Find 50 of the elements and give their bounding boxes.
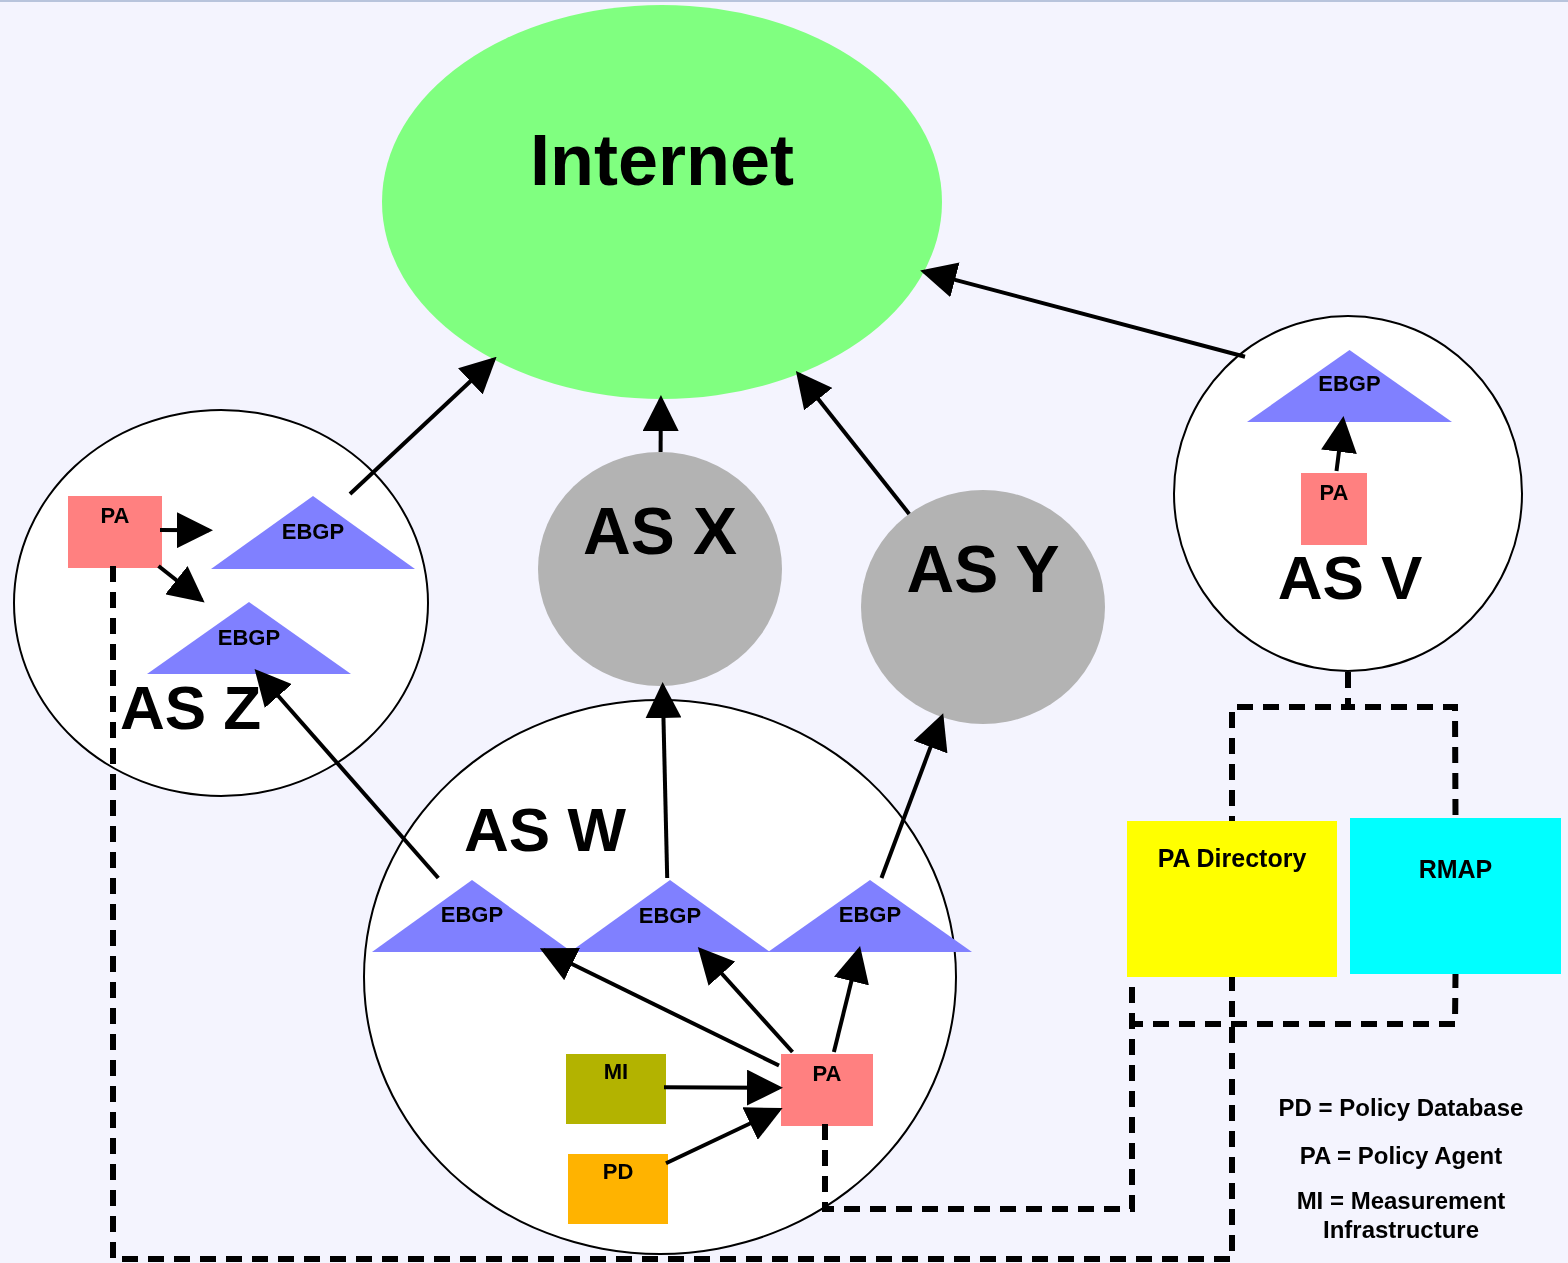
agent-box [1301,473,1367,545]
arrow [645,682,682,879]
agent-box [781,1054,873,1126]
node-label: AS Z [120,675,260,741]
node-label: EBGP [216,626,282,650]
node-label: EBGP [837,903,903,927]
rmap-box [1350,818,1561,974]
node-label: EBGP [280,520,346,544]
node-label: RMAP [1417,856,1494,883]
arrow [831,946,869,1053]
ebgp-triangle [768,880,972,952]
node-label: PD [601,1160,635,1184]
ebgp-triangle [147,602,351,674]
agent-box [68,496,162,568]
node-label: EBGP [439,903,505,927]
arrow [157,564,205,603]
arrow [1321,416,1357,472]
node-label: EBGP [637,904,703,928]
node-label: EBGP [1317,372,1382,396]
arrow [697,947,794,1054]
node-label: AS V [1276,545,1424,611]
arrow [879,713,948,879]
database-box [568,1154,668,1224]
legend-note: MI = Measurement Infrastructure [1295,1187,1507,1245]
node-label: AS Y [905,535,1061,605]
arrow [539,947,780,1068]
legend-note: PD = Policy Database [1277,1094,1525,1123]
node-label: AS X [581,497,738,567]
arrow [795,370,911,516]
node-label: PA [99,504,131,528]
directory-box [1127,821,1337,977]
arrow [920,262,1246,359]
node-label: MI [602,1060,630,1084]
dashed-connector [1345,672,1459,818]
legend-note: PA = Policy Agent [1298,1142,1504,1171]
node-label: Internet [529,123,795,199]
dashed-connector [110,566,1235,1262]
node-label: AS W [463,797,627,863]
arrow [665,1107,783,1166]
arrow [160,512,213,549]
node-label: PA Directory [1156,845,1308,872]
measurement-box [566,1054,666,1124]
ebgp-triangle [211,496,415,569]
arrow [664,1069,783,1106]
node-label: PA [1318,481,1350,505]
arrow [254,669,440,880]
ebgp-triangle [1247,350,1452,422]
arrow [348,356,497,496]
arrow [642,395,679,452]
node-label: PA [811,1062,843,1086]
